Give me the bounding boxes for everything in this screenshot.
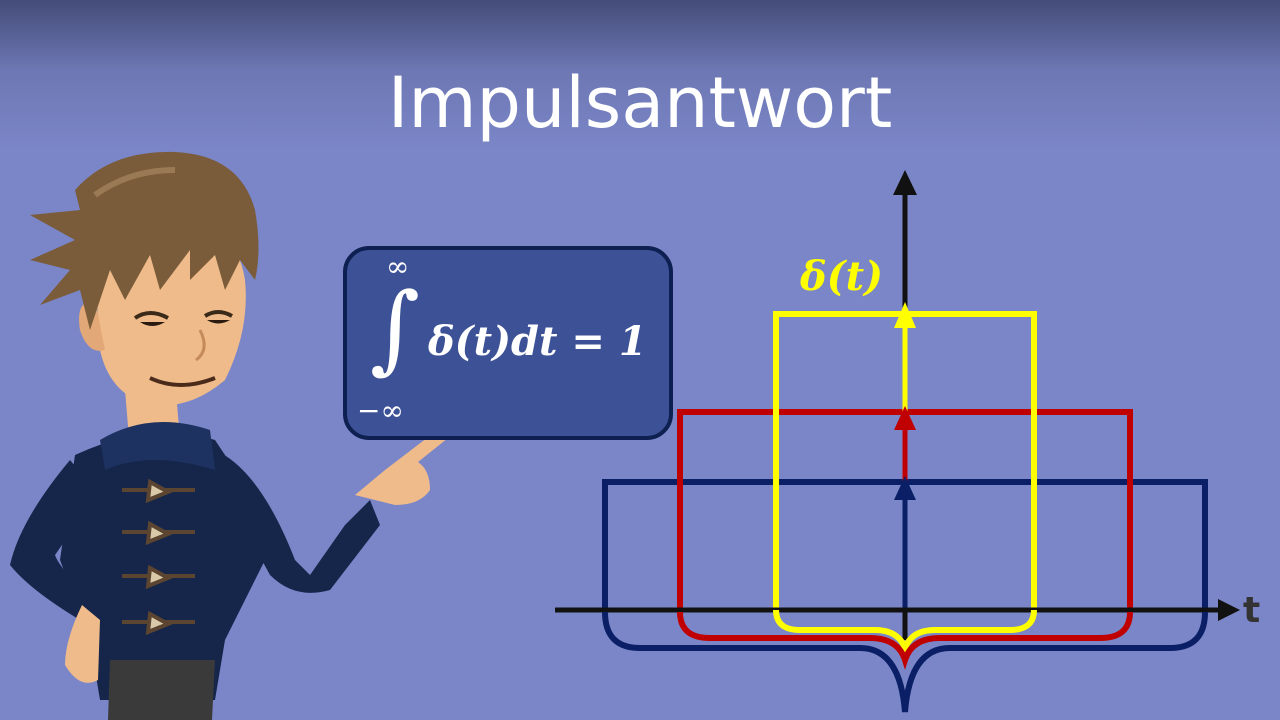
page-title: Impulsantwort <box>387 62 893 144</box>
delta-label: δ(t) <box>799 253 883 300</box>
navy-arrowhead <box>894 476 916 500</box>
toggle-buttons <box>122 478 195 636</box>
brace-navy <box>602 611 1208 713</box>
t-axis-label: t <box>1243 590 1260 631</box>
brace-red <box>677 611 1133 670</box>
integral-expression: δ(t)dt = 1 <box>428 318 647 365</box>
formula-box <box>343 246 673 440</box>
integral-sign: ∫ <box>370 272 421 384</box>
y-axis-arrowhead <box>893 170 917 195</box>
integral-lower-limit: −∞ <box>357 394 404 427</box>
brace-yellow <box>773 609 1037 657</box>
integral-upper-limit: ∞ <box>386 250 410 283</box>
yellow-arrowhead <box>894 302 916 328</box>
red-arrowhead <box>894 406 916 430</box>
x-axis-arrowhead <box>1218 599 1240 621</box>
